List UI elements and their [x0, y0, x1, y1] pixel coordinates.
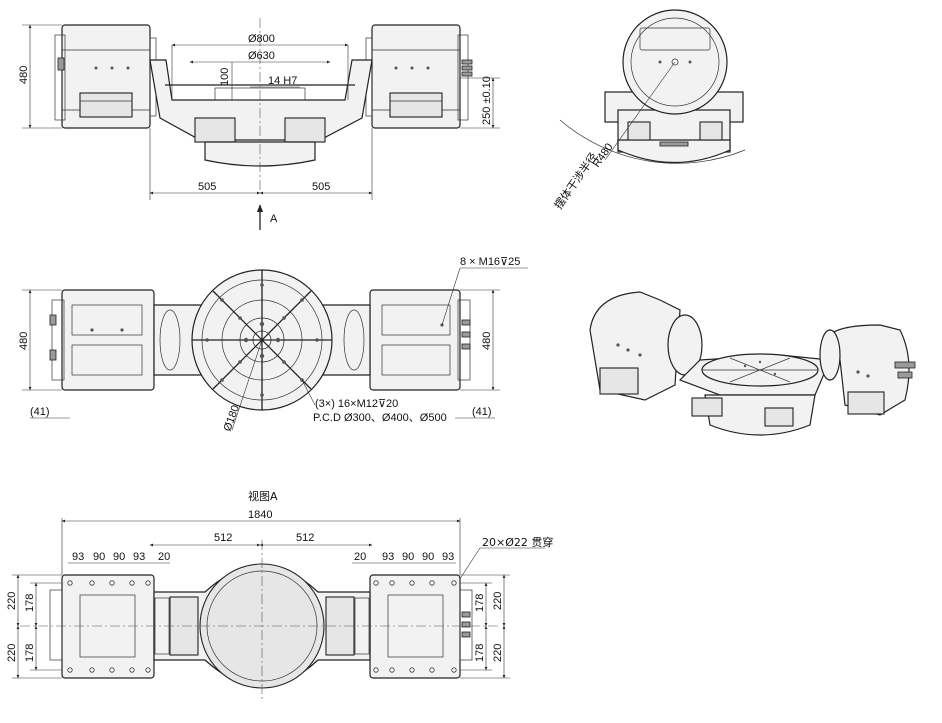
dim-220-tr: 220: [492, 592, 504, 610]
top-view: 480 480 (41) (41) 8 × M16⊽25 Ø180 (3×) 1…: [18, 256, 528, 433]
dim-178-br: 178: [474, 644, 486, 662]
dim-512-right: 512: [296, 532, 314, 544]
dim-20-left: 20: [158, 551, 170, 563]
view-a-title: 视图A: [248, 489, 278, 503]
pitch-right-3: 90: [422, 551, 434, 563]
pitch-left-2: 90: [93, 551, 105, 563]
through-hole-callout: 20×Ø22 贯穿: [482, 535, 553, 549]
hole-callout: 8 × M16⊽25: [460, 256, 520, 268]
left-base-plate: [61, 574, 155, 679]
isometric-view: [589, 291, 916, 436]
dim-250: 250 ±0.10: [481, 76, 493, 125]
dim-20-right: 20: [354, 551, 366, 563]
dim-41-right: (41): [472, 406, 492, 418]
dim-505-left: 505: [198, 181, 216, 193]
interference-radius-label: 摆体干涉半径: [551, 150, 600, 212]
dim-d630: Ø630: [248, 50, 275, 62]
side-view: R480 摆体干涉半径: [551, 9, 746, 212]
dim-480-top-left: 480: [18, 332, 30, 350]
pitch-right-4: 93: [442, 551, 454, 563]
dim-d800: Ø800: [248, 33, 275, 45]
dim-505-right: 505: [312, 181, 330, 193]
pitch-right-2: 90: [402, 551, 414, 563]
right-base-holes: [373, 580, 457, 673]
bottom-view-a: 视图A 1840 512 512 93 90 90 93 20 20 93 90…: [6, 489, 553, 700]
dim-178-tr: 178: [474, 594, 486, 612]
dim-178-bl: 178: [24, 644, 36, 662]
thread-callout: (3×) 16×M12⊽20: [315, 398, 398, 410]
pitch-right-1: 93: [382, 551, 394, 563]
dim-d180: Ø180: [222, 404, 242, 433]
pitch-left-4: 93: [133, 551, 145, 563]
dim-14h7: 14 H7: [268, 75, 297, 87]
dim-220-tl: 220: [6, 592, 18, 610]
dim-480-front: 480: [18, 66, 30, 84]
table-holes: [205, 283, 319, 397]
dim-220-br: 220: [492, 644, 504, 662]
pcd-callout: P.C.D Ø300、Ø400、Ø500: [313, 412, 447, 424]
dim-480-top-right: 480: [481, 332, 493, 350]
view-arrow-label: A: [270, 213, 278, 225]
right-base-plate: [369, 574, 461, 679]
pitch-left-1: 93: [72, 551, 84, 563]
dim-512-left: 512: [214, 532, 232, 544]
dim-178-tl: 178: [24, 594, 36, 612]
dim-1840: 1840: [248, 509, 272, 521]
dim-220-bl: 220: [6, 644, 18, 662]
dim-100: 100: [219, 68, 231, 86]
pitch-left-3: 90: [113, 551, 125, 563]
dim-41-left: (41): [30, 406, 50, 418]
front-view: Ø800 Ø630 100 14 H7 480 250 ±0.10 505 50…: [18, 18, 500, 230]
left-base-holes: [67, 580, 151, 673]
